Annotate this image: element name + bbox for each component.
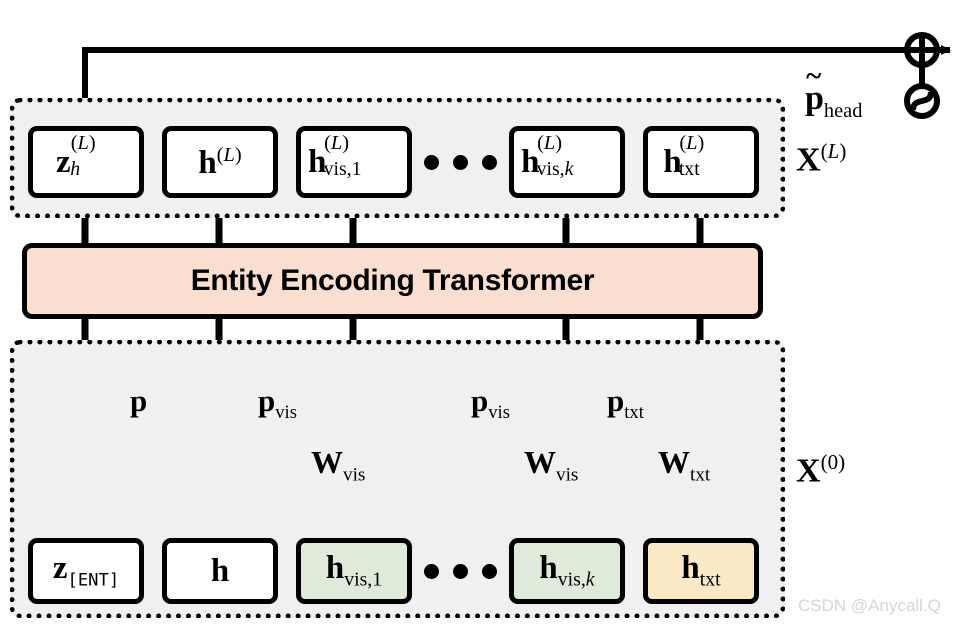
transformer-label: Entity Encoding Transformer <box>190 264 595 297</box>
p-vis-k-label: pvis <box>471 383 510 424</box>
token-label-h-vis-1-L: h(L)vis,1 <box>308 131 362 180</box>
token-label-h: h <box>210 552 230 589</box>
token-box-h-vis-1-L[interactable]: h(L)vis,1 <box>296 126 412 198</box>
p-txt-label: ptxt <box>607 383 644 424</box>
token-label-h-vis-k: hvis,k <box>539 549 595 591</box>
token-box-h[interactable]: h <box>162 538 278 604</box>
token-label-h-vis-1: hvis,1 <box>325 549 383 591</box>
input-ellipsis <box>424 564 497 579</box>
p-head-label: p~head <box>805 59 863 122</box>
token-box-h-txt[interactable]: htxt <box>643 538 759 604</box>
token-label-h-txt-L: h(L)txt <box>663 131 705 180</box>
token-label-z-h-L: z(L)h <box>55 131 96 180</box>
token-box-h-L[interactable]: h(L) <box>162 126 278 198</box>
output-ellipsis <box>424 155 497 170</box>
token-label-h-txt: htxt <box>681 549 721 591</box>
watermark: CSDN @Anycall.Q <box>798 596 941 615</box>
w-vis-1-label: Wvis <box>311 444 366 486</box>
p-label: p <box>130 383 148 418</box>
entity-encoding-transformer-block[interactable]: Entity Encoding Transformer <box>22 243 763 319</box>
p-vis-1-label: pvis <box>258 383 297 424</box>
token-box-h-txt-L[interactable]: h(L)txt <box>643 126 759 198</box>
token-box-z-h-L[interactable]: z(L)h <box>28 126 144 198</box>
token-box-h-vis-k-L[interactable]: h(L)vis,k <box>509 126 625 198</box>
token-box-h-vis-1[interactable]: hvis,1 <box>296 538 412 604</box>
token-box-h-vis-k[interactable]: hvis,k <box>509 538 625 604</box>
token-label-h-L: h(L) <box>198 143 242 181</box>
token-label-h-vis-k-L: h(L)vis,k <box>521 131 574 180</box>
output-panel-label: X(L) <box>796 139 847 179</box>
token-label-z-ent: z[ENT] <box>52 550 120 591</box>
rope-icon-head <box>904 83 940 119</box>
w-vis-k-label: Wvis <box>524 444 579 486</box>
w-txt-label: Wtxt <box>658 444 711 486</box>
input-panel-label: X(0) <box>796 450 846 490</box>
head-add-operator <box>904 32 940 86</box>
token-box-z-ent[interactable]: z[ENT] <box>28 538 144 604</box>
